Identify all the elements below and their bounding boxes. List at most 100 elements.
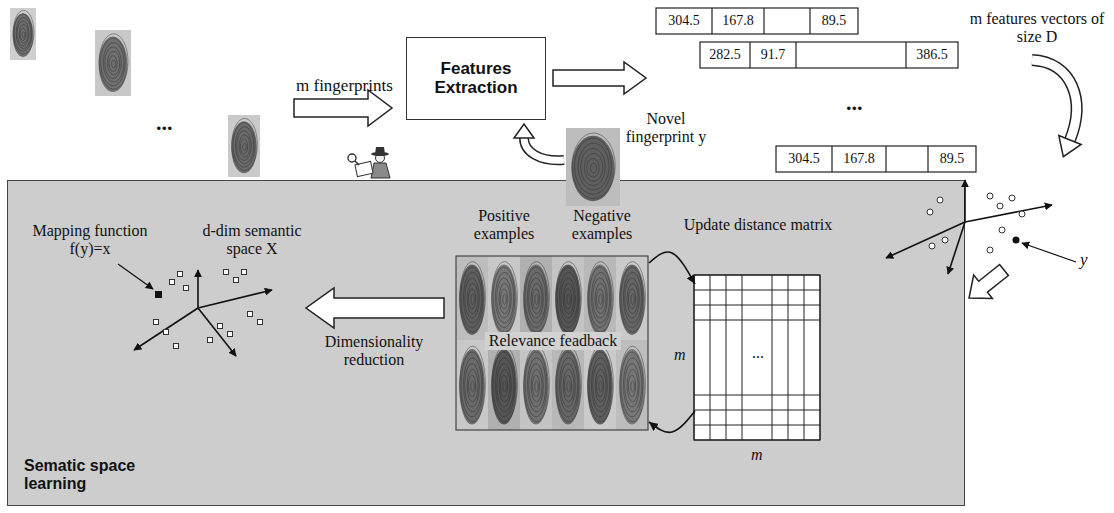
fingerprint-ridge <box>235 127 253 164</box>
image-ground <box>488 340 520 430</box>
matrix-line <box>694 290 820 291</box>
vector-value: 304.5 <box>776 146 832 172</box>
fingerprint-image <box>456 340 488 430</box>
axis-line <box>964 180 966 222</box>
vector-value: 282.5 <box>700 42 750 68</box>
fingerprint-ridge <box>471 294 475 304</box>
cell-divider <box>763 8 764 34</box>
fingerprint-ridge <box>591 272 609 322</box>
fingerprint-ridge <box>561 278 576 318</box>
hollow-arrow <box>553 62 646 94</box>
fingerprint-ridge <box>22 32 25 38</box>
user-icon <box>348 147 390 178</box>
fingerprint-ridge <box>620 262 646 333</box>
data-point <box>242 270 247 275</box>
curved-arrow-body <box>524 138 564 160</box>
fingerprint-ridge <box>595 283 606 313</box>
fingerprint-pad <box>99 37 128 92</box>
fingerprint-ridge <box>109 56 117 72</box>
fingerprint-pad <box>13 13 34 57</box>
axis-line <box>198 308 236 356</box>
query-point <box>1013 237 1020 244</box>
image-ground <box>520 256 552 340</box>
fingerprint-ridge <box>535 381 539 392</box>
fingerprint-ridge <box>467 283 478 313</box>
fingerprint-ridge <box>529 278 544 318</box>
fingerprint-ridge <box>20 28 26 40</box>
ellipsis: ... <box>156 110 173 135</box>
image-ground <box>228 115 260 177</box>
fingerprint-ridge <box>492 262 518 333</box>
fingerprint-ridge <box>620 346 646 422</box>
fingerprint-ridge <box>628 289 635 309</box>
fingerprint-ridge <box>525 352 547 417</box>
fingerprint-ridge <box>564 289 571 309</box>
fingerprint-ridge <box>500 375 507 397</box>
fingerprint-ridge <box>17 21 29 46</box>
group-heading: Positive examples <box>457 207 551 244</box>
vector-value: 89.5 <box>928 146 976 172</box>
axis-line <box>198 290 272 308</box>
data-point <box>228 332 233 337</box>
fingerprint-ridge <box>525 267 547 327</box>
matrix-line <box>742 275 743 440</box>
fingerprint-ridge <box>239 135 250 157</box>
group-heading: Negative examples <box>555 207 649 244</box>
matrix-line <box>820 275 821 440</box>
fingerprint-image <box>566 128 620 206</box>
fingerprint-ridge <box>561 364 576 407</box>
fingerprint-ridge <box>589 267 611 327</box>
fingerprint-ridge <box>237 131 252 161</box>
axis-line <box>197 270 199 308</box>
fingerprint-ridge <box>497 364 512 407</box>
fingerprint-ridge <box>557 267 579 327</box>
annotation: m features vectors of size D <box>966 10 1108 47</box>
data-point <box>987 193 993 199</box>
fingerprint-ridge <box>531 283 542 313</box>
curved-arrow-outline <box>1032 60 1076 140</box>
data-point <box>942 237 948 243</box>
vector-value: 167.8 <box>832 146 886 172</box>
fingerprint-ridge <box>593 278 608 318</box>
fingerprint-ridge <box>531 369 542 401</box>
fingerprint-ridge <box>503 294 507 304</box>
fingerprint-ridge <box>524 346 550 422</box>
axis-line <box>134 308 198 350</box>
fingerprint-image <box>488 340 520 430</box>
fingerprint-ridge <box>623 358 641 412</box>
fingerprint-ridge <box>527 272 545 322</box>
fingerprint-image <box>95 30 131 96</box>
fingerprint-ridge <box>556 346 582 422</box>
fingerprint-image <box>520 256 552 340</box>
data-point <box>997 203 1003 209</box>
fingerprint-ridge <box>232 118 258 170</box>
leader-line <box>1022 243 1076 262</box>
fingerprint-ridge <box>532 289 539 309</box>
image-ground <box>616 256 648 340</box>
data-point <box>178 272 183 277</box>
fingerprint-ridge <box>529 364 544 407</box>
fingerprint-ridge <box>564 375 571 397</box>
fingerprint-ridge <box>14 14 32 51</box>
fingerprint-ridge <box>465 278 480 318</box>
matrix-line <box>710 275 711 440</box>
fingerprint-ridge <box>499 283 510 313</box>
arrow-label: Dimensionality reduction <box>312 333 436 370</box>
hollow-arrow <box>294 90 392 126</box>
fingerprint-ridge <box>621 352 643 417</box>
ellipsis: ... <box>846 90 863 115</box>
fingerprint-ridge <box>567 381 571 392</box>
fingerprint-ridge <box>233 123 255 168</box>
fingerprint-ridge <box>625 364 640 407</box>
data-point <box>174 344 179 349</box>
image-ground <box>456 340 488 430</box>
hollow-arrow <box>306 288 444 328</box>
fingerprint-ridge <box>572 133 615 199</box>
fingerprint-image <box>616 340 648 430</box>
vector-value: 167.8 <box>712 8 764 34</box>
curved-arrow-outline <box>524 138 564 160</box>
axis-line <box>965 205 1052 222</box>
fingerprint-image <box>584 340 616 430</box>
data-point <box>184 286 189 291</box>
fingerprint-ridge <box>559 272 577 322</box>
